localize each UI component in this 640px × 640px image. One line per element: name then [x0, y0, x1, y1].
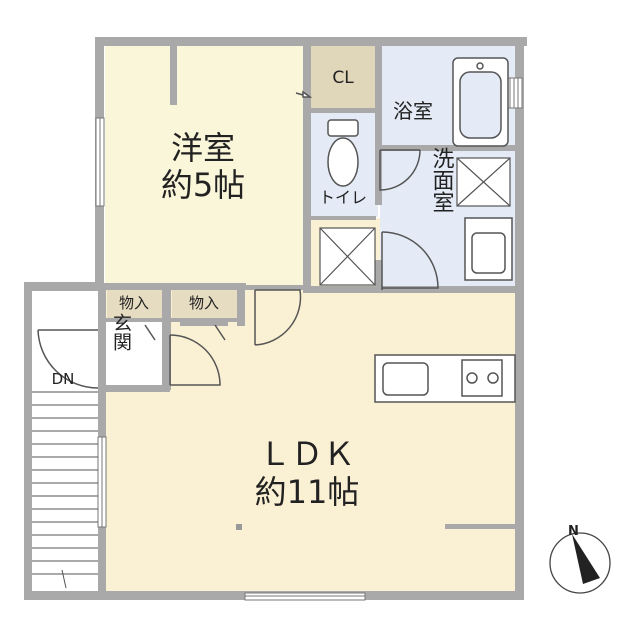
toilet-label: トイレ: [319, 188, 367, 207]
washroom-label: 洗面室: [429, 147, 455, 213]
washing-machine-pan: [456, 157, 511, 207]
storage-label-2: 物入: [189, 294, 219, 312]
ldk-size: 約11帖: [255, 473, 360, 511]
western-room-name: 洋室: [171, 129, 235, 167]
bathtub: [452, 57, 509, 147]
storage-label-1: 物入: [119, 294, 149, 312]
wash-basin: [464, 217, 513, 281]
western-room-size: 約5帖: [161, 166, 245, 204]
doors: [37, 90, 439, 389]
stairs-label: DN: [52, 370, 75, 388]
storage-floor-2: [172, 290, 237, 320]
compass-north-label: N: [568, 524, 579, 539]
ldk-name: ＬＤＫ: [259, 435, 355, 473]
compass-needle-icon: [572, 534, 600, 584]
closet-label: CL: [332, 68, 354, 88]
bathroom-label: 浴室: [393, 99, 433, 123]
ceiling-marker: [236, 524, 242, 530]
compass: N: [549, 524, 611, 594]
storage-floor-1: [107, 290, 162, 320]
windows: [95, 77, 523, 601]
entrance-label: 玄関: [110, 313, 132, 351]
entrance-floor: [105, 322, 163, 387]
toilet: [327, 119, 359, 187]
hall-storage: [319, 227, 376, 286]
ldk-floor: [105, 290, 515, 592]
closet-floor: [310, 45, 375, 110]
western-room-floor: [105, 45, 305, 290]
stairs: [32, 391, 98, 589]
kitchen-counter: [374, 354, 516, 403]
stairs-floor: [30, 290, 98, 594]
